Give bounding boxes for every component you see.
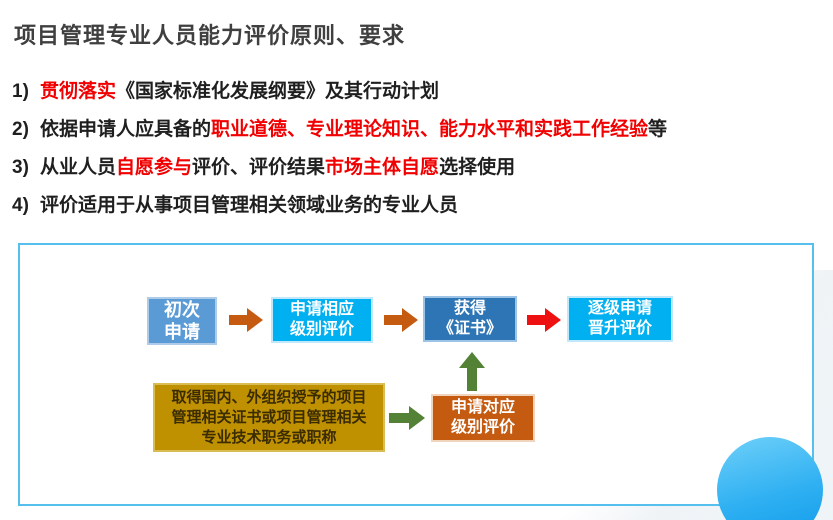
text-segment: 市场主体自愿 bbox=[325, 157, 440, 178]
text-segment: 自愿参与 bbox=[116, 157, 193, 178]
arrow-right-orange-icon bbox=[384, 308, 418, 332]
text-segment: 从业人员 bbox=[40, 157, 117, 178]
text-segment: 选择使用 bbox=[439, 157, 516, 178]
node-line: 级别评价 bbox=[289, 321, 354, 338]
point-number: 4) bbox=[12, 195, 29, 216]
text-segment: 等 bbox=[648, 119, 668, 140]
flow-node-apply-level: 申请相应 级别评价 bbox=[271, 297, 373, 343]
decorative-blue-circle bbox=[717, 437, 823, 520]
point-text: 从业人员自愿参与评价、评价结果市场主体自愿选择使用 bbox=[40, 156, 515, 179]
point-text: 贯彻落实《国家标准化发展纲要》及其行动计划 bbox=[40, 80, 439, 103]
node-line: 级别评价 bbox=[450, 419, 515, 436]
arrow-up-green-icon bbox=[459, 352, 485, 391]
node-line: 取得国内、外组织授予的项目 bbox=[171, 388, 367, 406]
point-text: 评价适用于从事项目管理相关领域业务的专业人员 bbox=[40, 194, 458, 217]
text-segment: 依据申请人应具备的 bbox=[40, 119, 212, 140]
arrow-right-red-icon bbox=[527, 308, 561, 332]
points-list: 1) 贯彻落实《国家标准化发展纲要》及其行动计划 2) 依据申请人应具备的职业道… bbox=[12, 80, 667, 232]
list-item: 3) 从业人员自愿参与评价、评价结果市场主体自愿选择使用 bbox=[12, 156, 667, 179]
node-line: 管理相关证书或项目管理相关 bbox=[171, 408, 367, 426]
point-number: 1) bbox=[12, 81, 29, 102]
list-item: 2) 依据申请人应具备的职业道德、专业理论知识、能力水平和实践工作经验等 bbox=[12, 118, 667, 141]
node-line: 获得 bbox=[453, 300, 486, 317]
node-line: 逐级申请 bbox=[587, 300, 652, 317]
page-title: 项目管理专业人员能力评价原则、要求 bbox=[14, 23, 406, 48]
node-line: 初次 bbox=[164, 300, 200, 320]
node-line: 专业技术职务或职称 bbox=[201, 428, 337, 446]
list-item: 4) 评价适用于从事项目管理相关领域业务的专业人员 bbox=[12, 194, 667, 217]
flow-node-promote-apply: 逐级申请 晋升评价 bbox=[567, 296, 673, 342]
point-number: 3) bbox=[12, 157, 29, 178]
node-line: 申请相应 bbox=[289, 301, 354, 318]
node-line: 申请 bbox=[164, 322, 200, 342]
point-text: 依据申请人应具备的职业道德、专业理论知识、能力水平和实践工作经验等 bbox=[40, 118, 667, 141]
node-line: 晋升评价 bbox=[587, 320, 652, 337]
flow-node-initial-apply: 初次 申请 bbox=[147, 297, 217, 345]
text-segment: 评价、评价结果 bbox=[192, 157, 326, 178]
node-line: 申请对应 bbox=[450, 399, 515, 416]
arrow-right-green-icon bbox=[389, 406, 425, 430]
flow-node-existing-credentials: 取得国内、外组织授予的项目 管理相关证书或项目管理相关 专业技术职务或职称 bbox=[153, 383, 385, 452]
list-item: 1) 贯彻落实《国家标准化发展纲要》及其行动计划 bbox=[12, 80, 667, 103]
flow-node-obtain-certificate: 获得 《证书》 bbox=[423, 296, 517, 342]
node-line: 《证书》 bbox=[437, 320, 502, 337]
text-segment: 职业道德、专业理论知识、能力水平和实践工作经验 bbox=[211, 119, 649, 140]
flow-node-apply-corresponding-level: 申请对应 级别评价 bbox=[431, 394, 535, 442]
text-segment: 贯彻落实 bbox=[40, 81, 117, 102]
arrow-right-orange-icon bbox=[229, 308, 263, 332]
text-segment: 评价适用于从事项目管理相关领域业务的专业人员 bbox=[40, 195, 459, 216]
flowchart-panel: 初次 申请 申请相应 级别评价 获得 《证书》 逐级申请 晋升评价 取得国内、外… bbox=[18, 243, 814, 506]
point-number: 2) bbox=[12, 119, 29, 140]
text-segment: 《国家标准化发展纲要》及其行动计划 bbox=[116, 81, 440, 102]
